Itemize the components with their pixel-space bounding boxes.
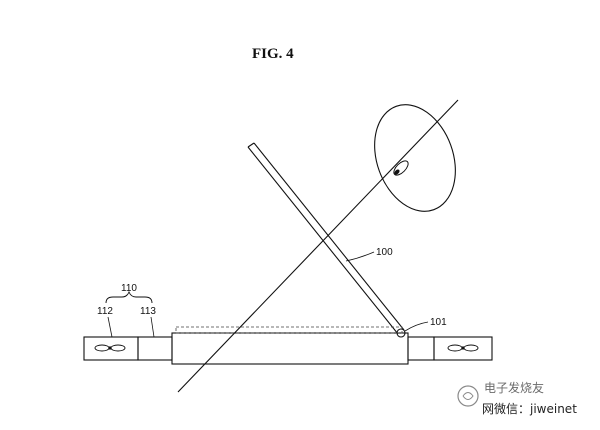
label-113: 113 — [140, 306, 156, 317]
left-rotor-icon — [94, 344, 126, 352]
mast-bar — [247, 142, 405, 335]
leader-101 — [404, 321, 429, 332]
watermark-line: 网微信：jiweinet — [482, 402, 577, 416]
leader-113 — [150, 316, 155, 338]
label-112: 112 — [97, 306, 113, 317]
figure-title: FIG. 4 — [252, 46, 294, 62]
watermark-logo-icon — [457, 385, 479, 407]
label-100: 100 — [376, 247, 393, 258]
right-rotor-icon — [447, 344, 479, 352]
rotation-envelope-ellipse — [374, 104, 456, 212]
label-110: 110 — [121, 283, 137, 294]
watermark-brand: 电子发烧友 — [484, 380, 544, 395]
watermark: 电子发烧友 网微信：jiweinet — [457, 380, 577, 416]
label-101: 101 — [430, 317, 447, 328]
leader-112 — [107, 316, 113, 338]
left-inner-block — [137, 336, 173, 361]
base-assembly — [83, 326, 493, 365]
propeller-element — [393, 160, 409, 176]
right-inner-block — [407, 336, 435, 361]
main-body — [171, 332, 409, 365]
brace-110 — [105, 290, 153, 304]
diagonal-axis-line — [177, 99, 459, 393]
right-end-block — [433, 336, 493, 361]
dashed-outline — [175, 326, 403, 334]
leader-100 — [345, 251, 375, 262]
